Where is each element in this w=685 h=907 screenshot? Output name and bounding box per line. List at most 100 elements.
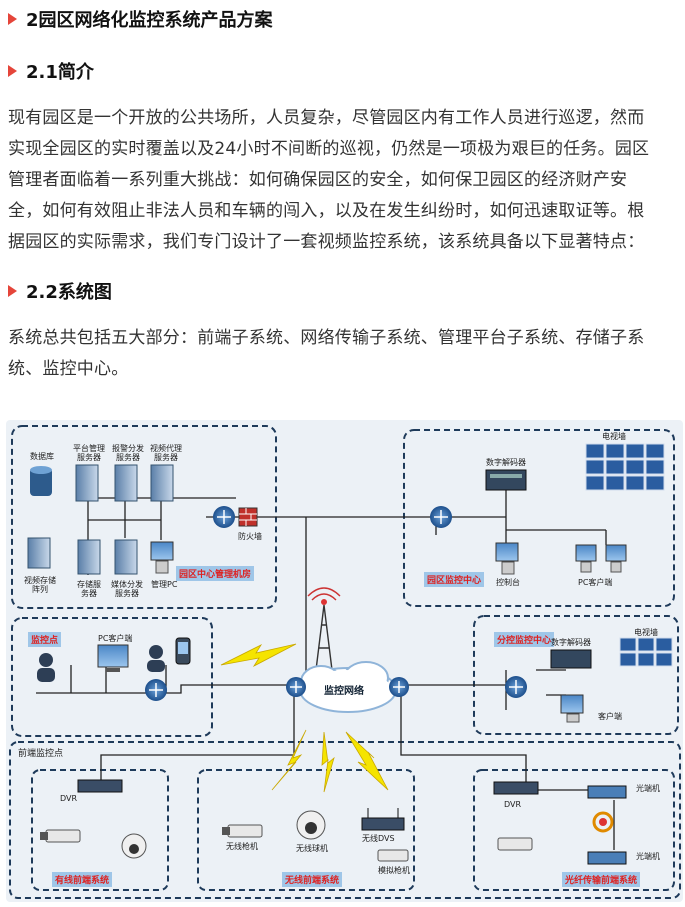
pc-icon <box>97 644 129 672</box>
server-icon <box>150 464 174 502</box>
heading-title-text: 2园区网络化监控系统产品方案 <box>26 10 273 31</box>
label-platform-server: 平台管理服务器 <box>73 444 105 462</box>
heading-system-diagram-text: 2.2系统图 <box>26 282 112 303</box>
user-icon <box>37 653 55 682</box>
fiber-coil-icon <box>592 811 614 833</box>
label-sub-tv-wall: 电视墙 <box>634 628 658 637</box>
intro-line: 管理者面临着一系列重大挑战：如何确保园区的安全，如何保卫园区的经济财产安 <box>8 170 628 190</box>
user-icon <box>147 645 165 672</box>
heading-intro: 2.1简介 <box>8 58 94 84</box>
label-wireless-cam3: 模拟枪机 <box>378 866 410 875</box>
lightning-icon <box>321 731 335 793</box>
decoder-icon <box>485 469 527 491</box>
router-icon <box>430 506 452 528</box>
label-wired-dvr: DVR <box>60 794 78 803</box>
label-console: 控制台 <box>496 578 520 587</box>
gun-camera-icon <box>222 824 263 838</box>
label-sub-client: 客户端 <box>598 712 622 721</box>
system-diagram: 数据库 平台管理服务器 报警分发服务器 视频代理服务器 视频存储阵列 存储服务器… <box>6 420 683 902</box>
pc-client-icon <box>575 544 597 573</box>
router-icon <box>505 676 527 698</box>
pda-icon <box>175 637 191 665</box>
label-sub-decoder: 数字解码器 <box>551 638 591 647</box>
bullet-triangle-icon <box>8 285 17 297</box>
label-firewall: 防火墙 <box>238 532 262 541</box>
tv-wall-icon <box>585 443 665 491</box>
intro-line: 现有园区是一个开放的公共场所，人员复杂，尽管园区内有工作人员进行巡逻，然而 <box>8 108 645 128</box>
label-proxy-server: 视频代理服务器 <box>150 444 182 462</box>
firewall-icon <box>238 507 258 527</box>
pc-icon <box>560 694 584 723</box>
label-pc-client: PC客户端 <box>578 578 613 587</box>
dvr-icon <box>493 781 539 795</box>
intro-line: 全，如何有效阻止非法人员和车辆的闯入，以及在发生纠纷时，如何迅速取证等。根 <box>8 201 645 221</box>
region-sub-center <box>473 615 679 735</box>
label-front-end-title: 前端监控点 <box>18 749 64 759</box>
dome-camera-icon <box>121 833 147 859</box>
label-fiber-t1: 光端机 <box>636 784 660 793</box>
label-wireless-cam2: 无线球机 <box>296 844 328 853</box>
storage-array-icon <box>27 537 51 569</box>
server-icon <box>75 464 99 502</box>
region-monitor-center <box>403 429 675 607</box>
dome-camera-icon <box>296 810 326 840</box>
server-icon <box>114 464 138 502</box>
cloud-icon <box>299 661 397 713</box>
tv-wall-icon <box>619 637 673 667</box>
link-sub-center <box>396 669 566 710</box>
label-fiber-t2: 光端机 <box>636 852 660 861</box>
system-paragraph: 系统总共包括五大部分：前端子系统、网络传输子系统、管理平台子系统、存储子系 统、… <box>8 323 680 385</box>
transceiver-icon <box>587 851 627 865</box>
decoder-icon <box>550 649 592 669</box>
heading-intro-text: 2.1简介 <box>26 62 94 83</box>
lightning-icon <box>271 729 307 791</box>
region-fiber <box>473 769 675 891</box>
heading-title: 2园区网络化监控系统产品方案 <box>8 6 273 32</box>
router-icon <box>389 677 409 697</box>
system-line: 系统总共包括五大部分：前端子系统、网络传输子系统、管理平台子系统、存储子系 <box>8 328 645 348</box>
region-front-end <box>9 741 681 899</box>
label-fiber-title: 光纤传输前端系统 <box>562 872 641 887</box>
router-icon <box>213 506 235 528</box>
region-monitor-point <box>11 617 213 737</box>
console-pc-icon <box>495 542 519 575</box>
system-line: 统、监控中心。 <box>8 359 129 379</box>
link-front-wired <box>100 690 295 782</box>
router-icon <box>145 679 167 701</box>
intro-line: 据园区的实际需求，我们专门设计了一套视频监控系统，该系统具备以下显著特点： <box>8 232 645 252</box>
label-wireless-cam1: 无线枪机 <box>226 842 258 851</box>
label-wireless-dvs: 无线DVS <box>362 834 395 843</box>
label-database: 数据库 <box>30 452 54 461</box>
server-icon <box>114 539 138 575</box>
pc-client-icon <box>605 544 627 573</box>
label-mgmt-pc: 管理PC <box>151 580 178 589</box>
bullet-triangle-icon <box>8 13 17 25</box>
heading-system-diagram: 2.2系统图 <box>8 278 112 304</box>
label-fiber-dvr: DVR <box>504 800 522 809</box>
label-wireless-title: 无线前端系统 <box>282 872 343 887</box>
link-backbone <box>206 485 607 545</box>
label-monitor-point-pc: PC客户端 <box>98 634 133 643</box>
label-tv-wall: 电视墙 <box>602 432 626 441</box>
gun-camera-icon <box>40 829 81 843</box>
label-wired-title: 有线前端系统 <box>52 872 113 887</box>
label-storage-array: 视频存储阵列 <box>24 576 56 594</box>
label-network: 监控网络 <box>324 686 364 697</box>
region-wired <box>31 769 169 891</box>
label-media-server: 媒体分发服务器 <box>111 580 143 598</box>
label-sub-center-title: 分控监控中心 <box>494 632 555 647</box>
transceiver-icon <box>587 785 627 799</box>
label-center-room-title: 园区中心管理机房 <box>176 566 255 581</box>
label-storage-server: 存储服务器 <box>77 580 101 598</box>
lightning-icon <box>345 731 389 791</box>
server-icon <box>77 539 101 575</box>
database-icon <box>30 466 52 496</box>
gun-camera-icon <box>497 837 533 851</box>
diagram-graphics <box>9 425 681 899</box>
intro-line: 实现全园区的实时覆盖以及24小时不间断的巡视，仍然是一项极为艰巨的任务。园区 <box>8 139 650 159</box>
pc-icon <box>150 541 174 574</box>
dvr-icon <box>77 779 123 793</box>
label-alarm-server: 报警分发服务器 <box>112 444 144 462</box>
lightning-icon <box>220 643 297 668</box>
bullet-triangle-icon <box>8 65 17 77</box>
